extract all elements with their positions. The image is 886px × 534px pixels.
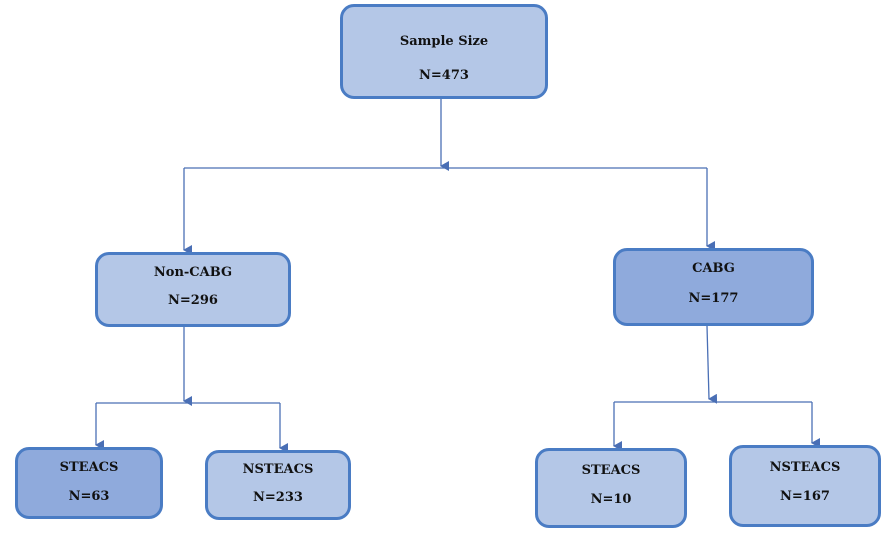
- node-count: N=63: [68, 489, 110, 504]
- connector-cabg-down: [706, 325, 718, 404]
- node-title: STEACS: [581, 463, 641, 478]
- node-count: N=177: [688, 291, 739, 306]
- node-count: N=167: [780, 489, 830, 504]
- node-title: STEACS: [59, 460, 119, 475]
- node-cabg: CABG N=177: [613, 248, 814, 326]
- node-title: NSTEACS: [769, 460, 841, 475]
- node-title: Non-CABG: [153, 265, 233, 280]
- node-non-cabg: Non-CABG N=296: [95, 252, 291, 327]
- node-count: N=296: [168, 293, 218, 308]
- node-sample-size: Sample Size N=473: [340, 4, 548, 99]
- node-count: N=233: [253, 490, 303, 505]
- node-title: NSTEACS: [242, 462, 314, 477]
- node-count: N=473: [419, 68, 469, 83]
- node-count: N=10: [590, 492, 632, 507]
- node-title: CABG: [692, 261, 735, 276]
- node-title: Sample Size: [399, 34, 489, 49]
- node-nsteacs-non-cabg: NSTEACS N=233: [205, 450, 351, 520]
- node-steacs-non-cabg: STEACS N=63: [15, 447, 163, 519]
- node-nsteacs-cabg: NSTEACS N=167: [729, 445, 881, 527]
- node-steacs-cabg: STEACS N=10: [535, 448, 687, 528]
